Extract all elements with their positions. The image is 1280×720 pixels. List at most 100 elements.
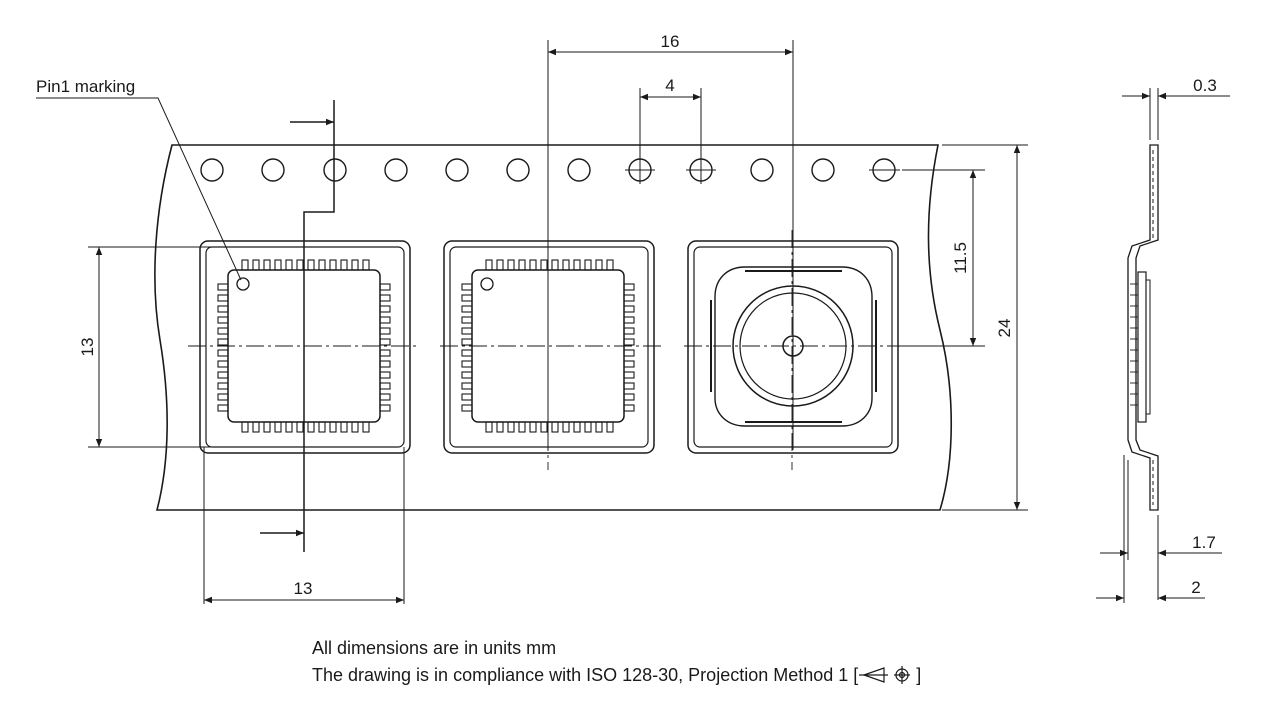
pocket-1: [199, 240, 411, 454]
qfp-lead: [461, 338, 473, 346]
qfp-lead: [595, 421, 603, 433]
qfp-lead: [263, 259, 271, 271]
qfp-lead: [461, 393, 473, 401]
qfp-lead: [623, 283, 635, 291]
qfp-lead: [329, 421, 337, 433]
qfp-lead: [296, 259, 304, 271]
qfp-lead: [496, 259, 504, 271]
qfp-lead: [529, 421, 537, 433]
qfp-lead: [573, 421, 581, 433]
qfp-lead: [507, 421, 515, 433]
qfp-lead: [285, 421, 293, 433]
dim-4: 4: [665, 76, 674, 95]
qfp-lead: [623, 316, 635, 324]
qfp-lead: [507, 259, 515, 271]
qfp-lead: [623, 371, 635, 379]
qfp-lead: [623, 404, 635, 412]
qfp-lead: [340, 421, 348, 433]
qfp-lead: [217, 404, 229, 412]
qfp-lead: [623, 305, 635, 313]
carrier-tape: [154, 144, 953, 511]
qfp-lead: [217, 393, 229, 401]
qfp-lead: [379, 283, 391, 291]
qfp-lead: [623, 338, 635, 346]
qfp-lead: [461, 371, 473, 379]
standard-note-bracket: ]: [916, 665, 922, 685]
qfp-lead: [329, 259, 337, 271]
side-view: [1096, 88, 1230, 603]
qfp-lead: [217, 338, 229, 346]
units-note: All dimensions are in units mm: [312, 638, 557, 658]
qfp-lead: [285, 259, 293, 271]
standard-note: The drawing is in compliance with ISO 12…: [312, 665, 921, 686]
dim-13-horizontal: 13: [294, 579, 313, 598]
qfp-lead: [379, 382, 391, 390]
dim-16: 16: [661, 32, 680, 51]
dim-0-3: 0.3: [1193, 76, 1217, 95]
qfp-lead: [274, 421, 282, 433]
dim-2: 2: [1191, 578, 1200, 597]
qfp-lead: [217, 349, 229, 357]
qfp-lead: [529, 259, 537, 271]
qfp-lead: [551, 421, 559, 433]
qfp-lead: [217, 360, 229, 368]
qfp-lead: [623, 349, 635, 357]
qfp-lead: [562, 259, 570, 271]
qfp-lead: [461, 360, 473, 368]
qfp-lead: [362, 259, 370, 271]
dim-11-5: 11.5: [951, 242, 970, 274]
qfp-lead: [461, 294, 473, 302]
pin1-marking-label: Pin1 marking: [36, 77, 135, 96]
qfp-lead: [217, 305, 229, 313]
qfp-lead: [623, 360, 635, 368]
qfp-lead: [595, 259, 603, 271]
qfp-lead: [540, 421, 548, 433]
qfp-lead: [241, 259, 249, 271]
qfp-lead: [296, 421, 304, 433]
qfp-lead: [379, 294, 391, 302]
qfp-lead: [318, 259, 326, 271]
qfp-lead: [217, 327, 229, 335]
projection-method-symbol: [859, 666, 911, 684]
qfp-lead: [379, 338, 391, 346]
qfp-lead: [584, 259, 592, 271]
qfp-lead: [518, 259, 526, 271]
qfp-lead: [217, 294, 229, 302]
qfp-lead: [351, 421, 359, 433]
qfp-lead: [573, 259, 581, 271]
qfp-lead: [461, 305, 473, 313]
qfp-lead: [379, 327, 391, 335]
pin1-dot: [236, 277, 250, 291]
qfp-lead: [623, 393, 635, 401]
dim-13-vertical: 13: [78, 338, 97, 357]
qfp-lead: [217, 283, 229, 291]
qfp-lead: [379, 349, 391, 357]
qfp-lead: [351, 259, 359, 271]
qfp-lead: [485, 259, 493, 271]
qfp-lead: [606, 421, 614, 433]
center-lines: [188, 230, 904, 470]
section-cut-line: [260, 100, 335, 552]
qfp-lead: [241, 421, 249, 433]
qfp-lead: [252, 421, 260, 433]
pocket-2: [443, 240, 655, 454]
qfp-lead: [362, 421, 370, 433]
qfp-lead: [379, 316, 391, 324]
qfp-lead: [518, 421, 526, 433]
qfp-lead: [623, 327, 635, 335]
qfp-lead: [623, 294, 635, 302]
qfp-lead: [379, 393, 391, 401]
qfp-lead: [461, 316, 473, 324]
qfp-lead: [379, 360, 391, 368]
qfp-lead: [623, 382, 635, 390]
qfp-lead: [584, 421, 592, 433]
qfp-lead: [461, 327, 473, 335]
qfp-lead: [340, 259, 348, 271]
qfp-lead: [274, 259, 282, 271]
qfp-lead: [485, 421, 493, 433]
qfp-lead: [562, 421, 570, 433]
dimension-lines: [36, 40, 1028, 604]
qfp-lead: [461, 404, 473, 412]
qfp-lead: [217, 316, 229, 324]
